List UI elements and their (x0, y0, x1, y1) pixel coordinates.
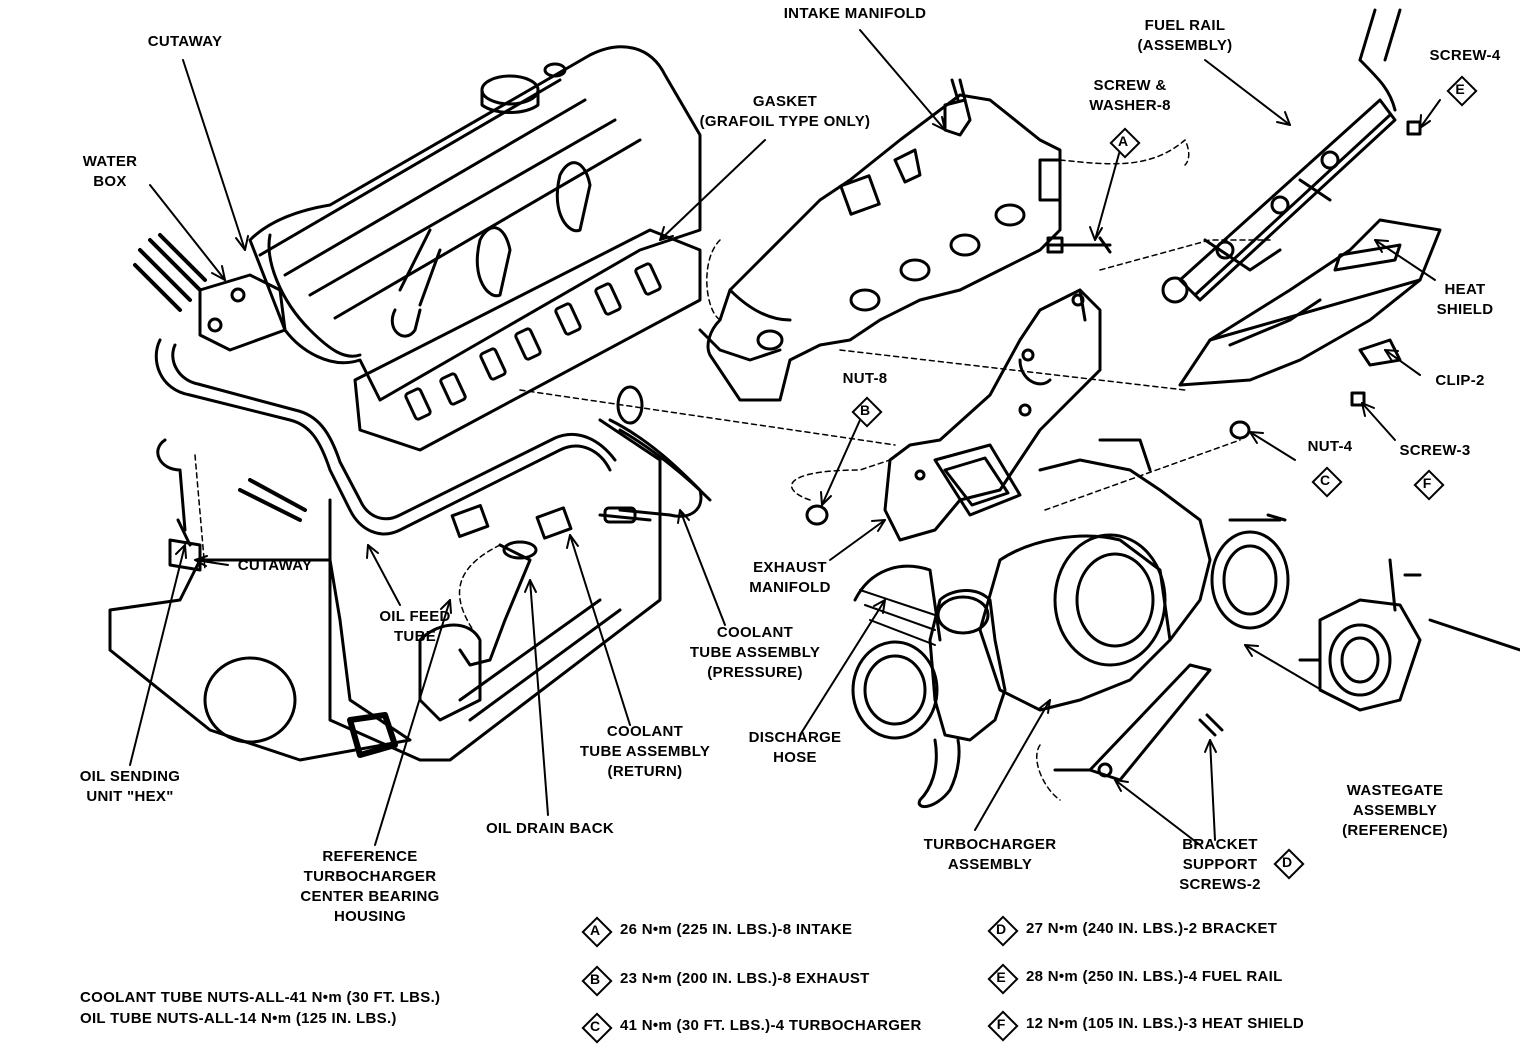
cutaway-top-label: CUTAWAY (147, 33, 223, 50)
cutaway-mid-label: CUTAWAY (237, 557, 313, 574)
spec-c-text: 41 N•m (30 FT. LBS.)-4 TURBOCHARGER (620, 1017, 922, 1034)
callout-b-diamond: B (851, 396, 883, 428)
spec-d-diamond: D (987, 915, 1019, 947)
nut-8-label: NUT-8 (842, 370, 888, 387)
exhaust-manifold-label: EXHAUST MANIFOLD (749, 559, 831, 596)
callout-f-diamond: F (1413, 469, 1445, 501)
spec-b-text: 23 N•m (200 IN. LBS.)-8 EXHAUST (620, 970, 870, 987)
nut-4-label: NUT-4 (1307, 438, 1353, 455)
screw-washer-label: SCREW & WASHER-8 (1089, 77, 1171, 114)
callout-a-diamond: A (1109, 127, 1141, 159)
spec-f-diamond: F (987, 1010, 1019, 1042)
fuel-rail (1161, 8, 1402, 304)
coolant-tube-return-label: COOLANT TUBE ASSEMBLY (RETURN) (579, 723, 711, 780)
heat-shield (1178, 218, 1442, 387)
turbocharger (851, 438, 1290, 809)
spec-b-diamond: B (581, 965, 613, 997)
intake-manifold-label: INTAKE MANIFOLD (783, 5, 927, 22)
coolant-tube-pressure-label: COOLANT TUBE ASSEMBLY (PRESSURE) (689, 624, 821, 681)
callout-d-diamond: D (1273, 848, 1305, 880)
screw-4-label: SCREW-4 (1429, 47, 1501, 64)
tubes (154, 338, 712, 667)
bracket-support-screws-label: BRACKET SUPPORT SCREWS-2 (1179, 836, 1261, 893)
water-box (133, 233, 287, 352)
gasket-label: GASKET (GRAFOIL TYPE ONLY) (699, 93, 871, 130)
wastegate-label: WASTEGATE ASSEMBLY (REFERENCE) (1342, 782, 1448, 839)
spec-f-text: 12 N•m (105 IN. LBS.)-3 HEAT SHIELD (1026, 1015, 1305, 1032)
bracket-support (1053, 663, 1224, 782)
wastegate-assembly (1298, 558, 1520, 712)
discharge-hose-label: DISCHARGE HOSE (748, 729, 842, 766)
reference-turbo-housing-label: REFERENCE TURBOCHARGER CENTER BEARING HO… (300, 848, 440, 925)
spec-a-diamond: A (581, 916, 613, 948)
dashed-guides (194, 139, 1271, 801)
oil-tube-nuts-note: OIL TUBE NUTS-ALL-14 N•m (125 IN. LBS.) (80, 1010, 397, 1027)
heat-shield-label: HEAT SHIELD (1436, 281, 1494, 318)
clip-2-label: CLIP-2 (1435, 372, 1485, 389)
oil-sending-unit-label: OIL SENDING UNIT "HEX" (79, 768, 181, 805)
callout-c-diamond: C (1311, 466, 1343, 498)
exhaust-manifold (883, 288, 1102, 542)
engine-cylinder-head (108, 45, 702, 762)
water-box-label: WATER BOX (82, 153, 138, 190)
intake-manifold (698, 78, 1062, 402)
turbocharger-assembly-label: TURBOCHARGER ASSEMBLY (923, 836, 1057, 873)
coolant-tube-nuts-note: COOLANT TUBE NUTS-ALL-41 N•m (30 FT. LBS… (80, 989, 441, 1006)
spec-a-text: 26 N•m (225 IN. LBS.)-8 INTAKE (620, 921, 853, 938)
spec-e-text: 28 N•m (250 IN. LBS.)-4 FUEL RAIL (1026, 968, 1283, 985)
leader-lines (129, 29, 1441, 846)
spec-c-diamond: C (581, 1012, 613, 1044)
oil-feed-tube-label: OIL FEED TUBE (379, 608, 451, 645)
callout-e-diamond: E (1446, 75, 1478, 107)
spec-d-text: 27 N•m (240 IN. LBS.)-2 BRACKET (1026, 920, 1278, 937)
oil-drain-back-label: OIL DRAIN BACK (485, 820, 615, 837)
spec-e-diamond: E (987, 963, 1019, 995)
screw-3-label: SCREW-3 (1399, 442, 1471, 459)
fuel-rail-label: FUEL RAIL (ASSEMBLY) (1137, 17, 1233, 54)
